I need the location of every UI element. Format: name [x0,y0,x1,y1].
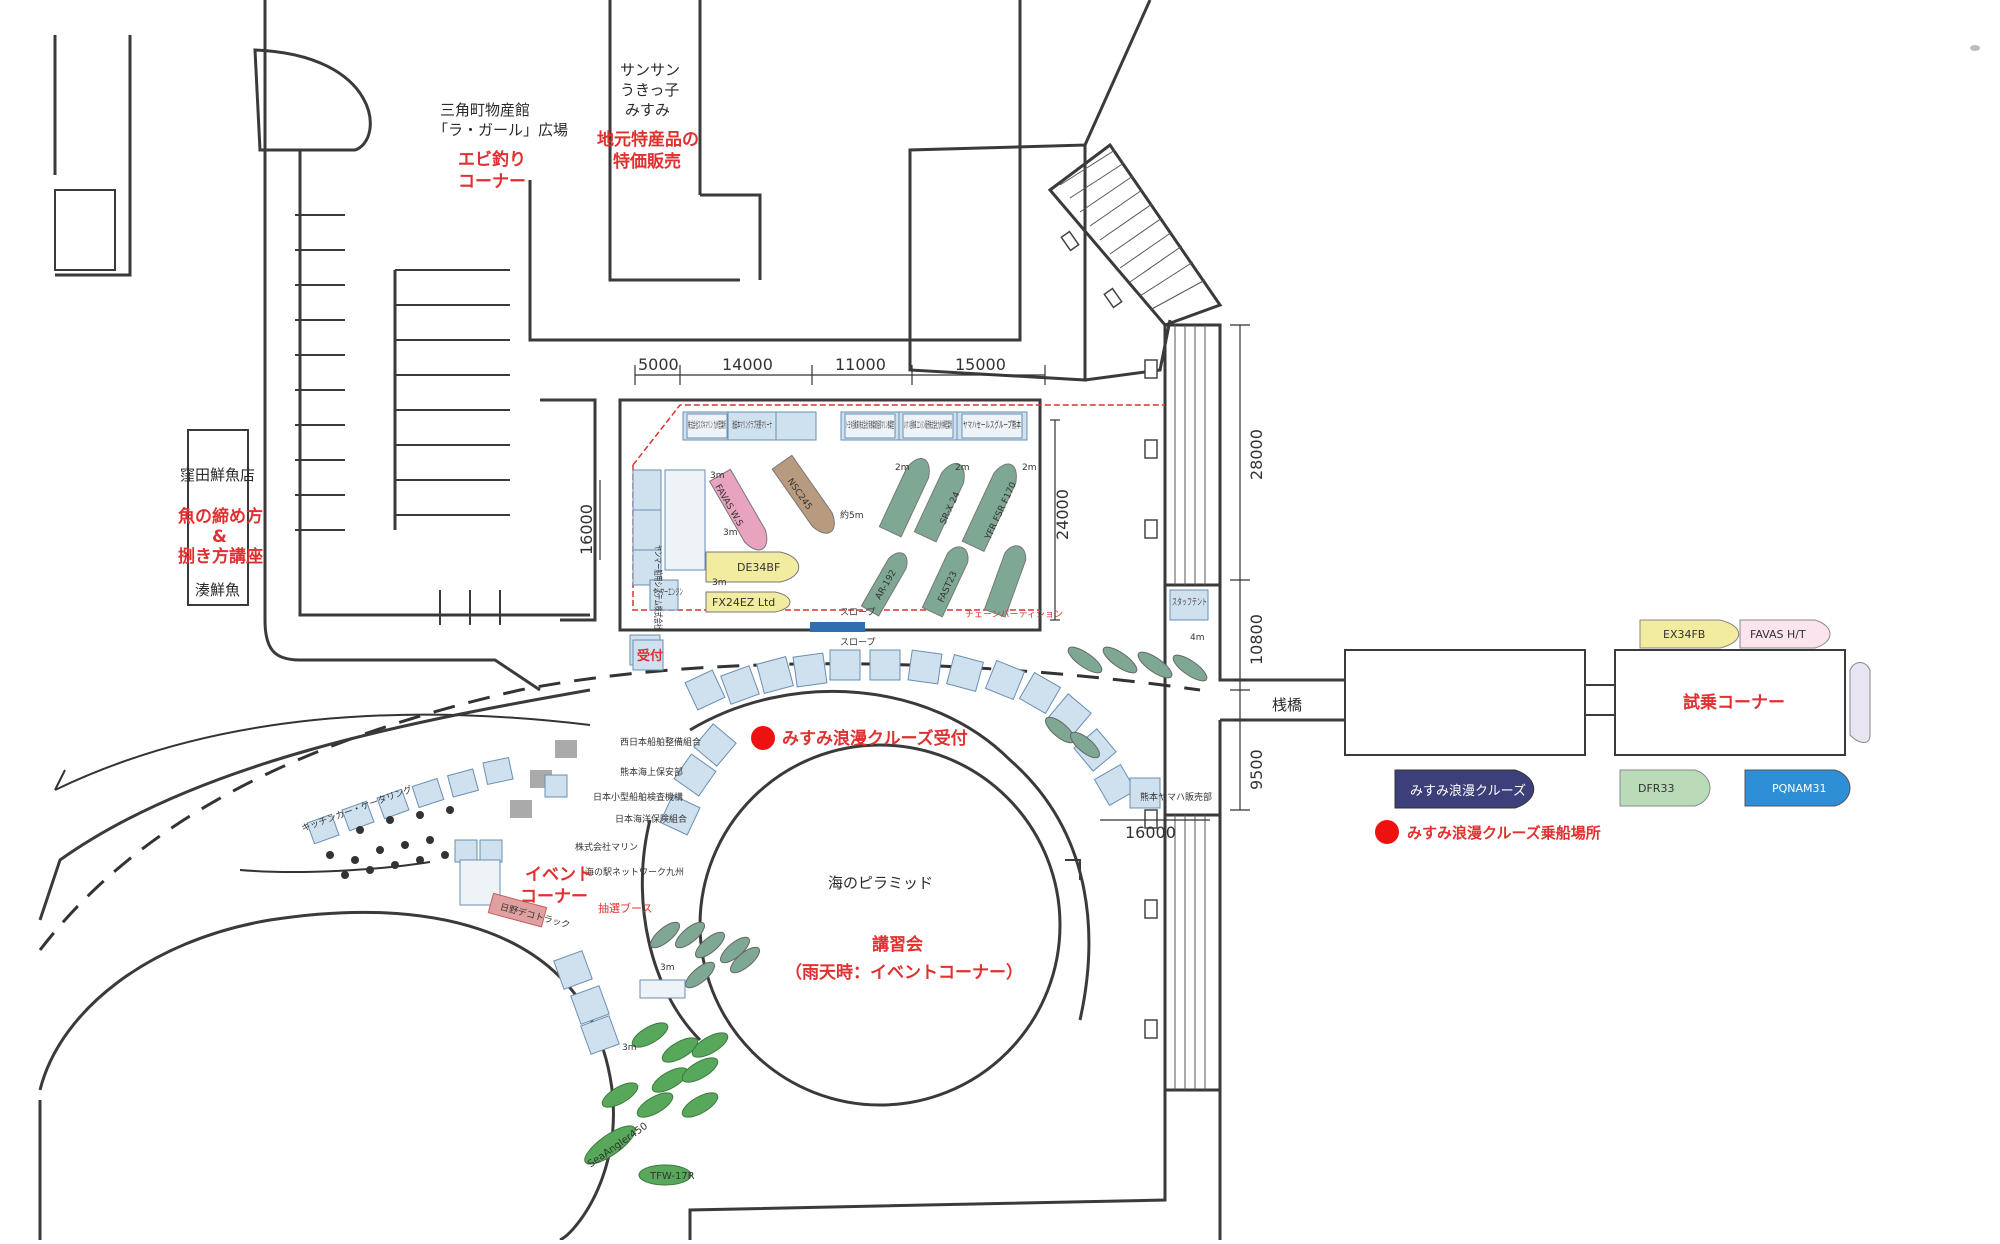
cruise-reception-marker [751,726,775,750]
trial-boats: EX34FB FAVAS H/T みすみ浪漫クルーズ DFR33 PQNAM31 [1394,619,1871,809]
exhibitor-marine: 株式会社マリン [575,841,638,853]
parking-lot [295,214,510,625]
shime-2: & [212,527,227,547]
dim-3m-d: 3m [660,963,675,973]
chusen-label: 抽選ブース [598,901,652,915]
plaza-circle [38,910,615,1242]
pier-walkway [688,142,1345,1240]
tokka-2: 特価販売 [613,151,681,172]
hall-booth-labels: 株式会社スズキマリン 九州営業所 池田本マリンクラブ天野マリーナ トヨタ自動車 … [652,419,1021,630]
exhibitor-kumamoto-yamaha: 熊本ヤマハ販売部 [1140,791,1212,803]
dim-3m-e: 3m [622,1043,637,1053]
dim-28000: 28000 [1247,429,1266,480]
dim-24000: 24000 [1053,489,1072,540]
bussan-sub: 「ラ・ガール」広場 [433,121,568,139]
exhibitor-umi-eki: 海の駅ネットワーク九州 [585,866,684,878]
cruise-boarding-marker [1375,820,1399,844]
reception-label: 受付 [637,648,663,664]
boat-de34bf: DE34BF [737,561,780,574]
cruise-boarding-label: みすみ浪漫クルーズ乗船場所 [1407,824,1601,842]
dim-10800: 10800 [1247,614,1266,665]
boat-tfw17r: TFW-17R [649,1171,695,1182]
ame-label: （雨天時：イベントコーナー） [785,962,1023,983]
arc-booth-labels: 西日本船舶整備組合 日本小型船舶検査機構 熊本海上保安部 日本海洋保険組合 株式… [575,736,1212,878]
exhibitor-toyota: トヨタ自動車 株式会社 新事業統括部マリン事業室 [846,419,894,431]
boat-favas-ht: FAVAS H/T [1750,628,1806,641]
bussan-name: 三角町物産館 [440,101,530,119]
exhibitor-ikeda: 池田本マリンクラブ天野マリーナ [732,419,772,431]
hall-booths [629,411,1209,666]
shime-1: 魚の締め方 [178,506,263,527]
koshukai-label: 講習会 [872,934,923,955]
seating [326,806,454,879]
dim-2m-c: 2m [1022,463,1037,473]
sansan-3: みすみ [625,101,670,119]
tokka-1: 地元特産品の [597,129,699,150]
kubota-store: 窪田鮮魚店 [180,466,255,484]
ebi-label-2: コーナー [458,172,526,192]
sansan-2: うきっ子 [620,81,679,99]
dim-5000: 5000 [638,355,679,374]
dim-3m-c: 3m [712,578,727,588]
dim-16000-bottom: 16000 [1125,823,1176,842]
reception-booth [632,639,664,671]
scan-speck [1970,45,1980,51]
cruise-reception-label: みすみ浪漫クルーズ受付 [782,728,968,749]
staff-tent [1169,589,1209,621]
slope-label-1: スロープ [840,607,875,618]
kitchen-booths [306,740,686,1055]
shime-3: 捌き方講座 [178,546,263,567]
dim-2m-b: 2m [955,463,970,473]
event-label-2: コーナー [520,887,588,907]
dim-16000-left: 16000 [577,504,596,555]
roads-buildings [53,0,1172,692]
exhibitor-yanmar: ヤンマー舶用システム株式会社 [652,545,664,630]
boat-ex34fb: EX34FB [1663,628,1705,641]
shijo-label: 試乗コーナー [1683,692,1785,713]
hall-boats: FAVAS W.S NSC245 DE34BF FX24EZ Ltd SR-X … [705,454,1027,618]
boat-fx24ez: FX24EZ Ltd [712,596,775,609]
exhibitor-yamaha: ヤマハセールスグループ熊本 [963,419,1021,431]
dim-3m-b: 3m [723,528,738,538]
dim-9500: 9500 [1247,749,1266,790]
minato-store: 湊鮮魚 [195,581,240,599]
slope-label-2: スロープ [840,637,875,648]
exhibitor-yanmar-engine: ヤンマーエンジン [653,588,683,598]
exhibitor-jci: 日本小型船舶検査機構 [593,791,683,803]
green-boats [584,1022,729,1186]
exhibitor-isuzu: いすゞ自動車 エンジン販売株式会社九州沖縄営業所 [904,419,952,431]
boat-dfr33: DFR33 [1638,782,1674,795]
dim-14000: 14000 [722,355,773,374]
boat-pqnam31: PQNAM31 [1772,782,1827,795]
arc-boats [649,646,1208,989]
dim-15000: 15000 [955,355,1006,374]
sansan-1: サンサン [620,61,680,79]
exhibitor-nishi: 西日本船舶整備組合 [620,736,701,748]
chain-label: チェーンパーティション [965,609,1063,620]
dimension-lines [599,324,1250,821]
exhibitor-suzuki: 株式会社スズキマリン 九州営業所 [688,419,726,431]
distance-label: 約5m [840,509,864,521]
dim-11000: 11000 [835,355,886,374]
exhibitor-hoken: 日本海洋保険組合 [615,813,687,825]
exhibitor-kaijo: 熊本海上保安部 [620,766,683,778]
event-label-1: イベント [525,865,593,885]
dim-2m-a: 2m [895,463,910,473]
dimension-labels: 5000 14000 11000 15000 16000 24000 28000… [577,355,1266,1053]
pontoons [1344,649,1846,756]
staff-tent-label: スタッフテント [1172,597,1207,608]
ebi-label: エビ釣り [458,149,526,170]
boat-cruise: みすみ浪漫クルーズ [1410,783,1526,799]
pyramid-label: 海のピラミッド [828,874,933,892]
arc-booths [659,649,1161,836]
sanbashi-label: 桟橋 [1272,696,1302,714]
dim-4m: 4m [1190,633,1205,643]
dim-3m-a: 3m [710,471,725,481]
